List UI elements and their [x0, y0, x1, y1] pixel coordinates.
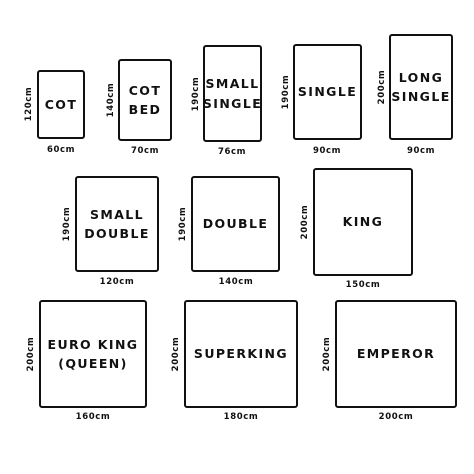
width-label-small-single: 76cm [217, 147, 247, 157]
bed-name-small-double: SMALL DOUBLE [84, 206, 150, 241]
bed-cot-bed: COT BED [118, 59, 172, 141]
width-label-cot: 60cm [46, 145, 76, 155]
bed-name-euro-king-queen: EURO KING (QUEEN) [47, 336, 139, 371]
length-label-cot: 120cm [24, 86, 34, 122]
bed-name-single: SINGLE [297, 84, 358, 100]
length-label-long-single: 200cm [377, 69, 387, 105]
bed-cot: COT [37, 70, 85, 139]
bed-name-cot: COT [44, 96, 78, 112]
bed-euro-king-queen: EURO KING (QUEEN) [39, 300, 147, 408]
width-label-long-single: 90cm [406, 146, 436, 156]
width-label-euro-king-queen: 160cm [75, 412, 111, 422]
width-label-small-double: 120cm [99, 277, 135, 287]
length-label-superking: 200cm [171, 336, 181, 372]
bed-name-cot-bed: COT BED [128, 82, 162, 117]
bed-king: KING [313, 168, 413, 276]
width-label-superking: 180cm [223, 412, 259, 422]
bed-single: SINGLE [293, 44, 362, 140]
bed-small-single: SMALL SINGLE [203, 45, 262, 142]
bed-name-superking: SUPERKING [193, 346, 289, 362]
bed-name-emperor: EMPEROR [356, 346, 436, 362]
bed-superking: SUPERKING [184, 300, 298, 408]
bed-name-double: DOUBLE [202, 216, 269, 232]
width-label-double: 140cm [218, 277, 254, 287]
length-label-cot-bed: 140cm [106, 82, 116, 118]
width-label-cot-bed: 70cm [130, 146, 160, 156]
width-label-single: 90cm [312, 146, 342, 156]
bed-long-single: LONG SINGLE [389, 34, 453, 140]
bed-emperor: EMPEROR [335, 300, 457, 408]
length-label-small-double: 190cm [62, 206, 72, 242]
bed-name-small-single: SMALL SINGLE [202, 76, 263, 111]
length-label-euro-king-queen: 200cm [26, 336, 36, 372]
bed-name-long-single: LONG SINGLE [391, 69, 451, 104]
length-label-small-single: 190cm [191, 76, 201, 112]
width-label-emperor: 200cm [378, 412, 414, 422]
length-label-emperor: 200cm [322, 336, 332, 372]
length-label-single: 190cm [281, 74, 291, 110]
length-label-double: 190cm [178, 206, 188, 242]
bed-double: DOUBLE [191, 176, 280, 272]
bed-small-double: SMALL DOUBLE [75, 176, 159, 272]
width-label-king: 150cm [345, 280, 381, 290]
bed-name-king: KING [342, 214, 384, 230]
length-label-king: 200cm [300, 204, 310, 240]
